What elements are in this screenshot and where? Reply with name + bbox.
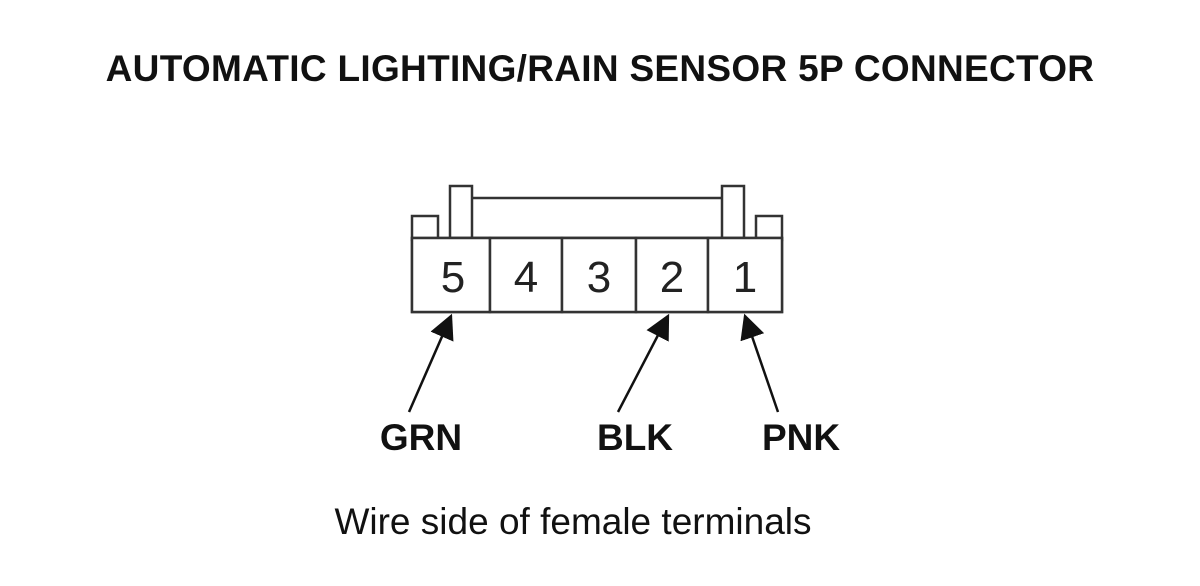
connector-left-post <box>448 184 474 240</box>
terminal-cell-1 <box>706 236 784 314</box>
terminal-cell-3 <box>560 236 638 314</box>
wire-label-blk: BLK <box>597 417 673 458</box>
callout-arrows <box>407 313 780 413</box>
terminal-cell-5 <box>410 236 492 314</box>
diagram-title: AUTOMATIC LIGHTING/RAIN SENSOR 5P CONNEC… <box>105 48 1095 89</box>
connector-right-latch <box>754 214 784 242</box>
terminal-number: 4 <box>514 253 538 302</box>
terminal-cells <box>410 236 784 314</box>
diagram-caption: Wire side of female terminals <box>334 501 812 542</box>
terminal-cell-4 <box>488 236 564 314</box>
wire-label-grn: GRN <box>380 417 462 458</box>
arrow-blk <box>616 313 670 413</box>
wire-label-pnk: PNK <box>762 417 840 458</box>
terminal-number: 1 <box>733 253 757 302</box>
connector-right-post <box>720 184 746 240</box>
terminal-number: 2 <box>660 253 684 302</box>
wire-labels: GRN BLK PNK <box>380 417 840 458</box>
connector-top-rail <box>468 196 726 240</box>
terminal-numbers: 5 4 3 2 1 <box>441 253 757 302</box>
arrow-grn <box>407 313 454 413</box>
terminal-number: 5 <box>441 253 465 302</box>
connector-left-latch <box>410 214 440 242</box>
terminal-number: 3 <box>587 253 611 302</box>
arrow-pnk <box>740 313 780 413</box>
